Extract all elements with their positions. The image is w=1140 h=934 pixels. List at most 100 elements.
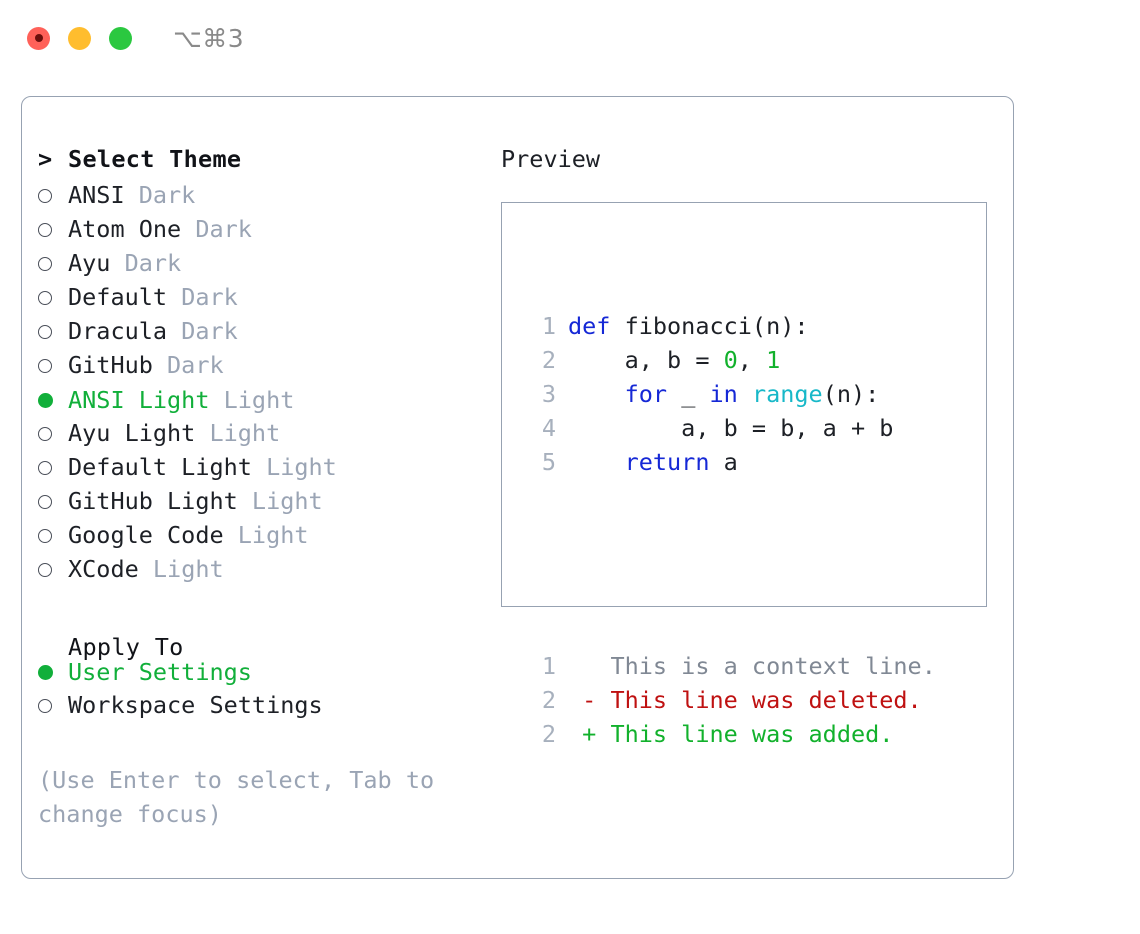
- radio-glyph: [38, 359, 52, 373]
- radio-unselected-icon[interactable]: [38, 485, 68, 519]
- code-token: 0: [723, 346, 738, 374]
- theme-list-item[interactable]: Atom One Dark: [38, 213, 488, 247]
- preview-title: Preview: [501, 145, 601, 173]
- code-line-text: def fibonacci(n):: [568, 309, 809, 343]
- diff-line-text: - This line was deleted.: [568, 686, 922, 714]
- theme-kind-badge: Dark: [152, 351, 224, 379]
- radio-glyph: [38, 563, 52, 577]
- theme-name: ANSI: [68, 181, 125, 209]
- code-line-text: a, b = b, a + b: [568, 411, 893, 445]
- maximize-button[interactable]: [109, 26, 132, 50]
- theme-kind-badge: Dark: [124, 181, 196, 209]
- keyboard-hint: (Use Enter to select, Tab to change focu…: [38, 766, 435, 828]
- apply-to-heading: Apply To: [38, 621, 488, 661]
- diff-snippet: 1 This is a context line.2 - This line w…: [524, 649, 936, 751]
- apply-to-option[interactable]: User Settings: [38, 655, 488, 689]
- theme-list-item[interactable]: ANSI Dark: [38, 179, 488, 213]
- theme-kind-badge: Light: [138, 555, 224, 583]
- theme-list-item[interactable]: ANSI Light Light: [38, 383, 488, 417]
- code-line-text: a, b = 0, 1: [568, 343, 781, 377]
- radio-unselected-icon[interactable]: [38, 451, 68, 485]
- theme-list-item[interactable]: XCode Light: [38, 553, 488, 587]
- radio-unselected-icon[interactable]: [38, 315, 68, 349]
- radio-selected-icon[interactable]: [38, 655, 68, 689]
- diff-line: 2 - This line was deleted.: [524, 683, 936, 717]
- theme-name: GitHub: [68, 351, 153, 379]
- radio-glyph: [38, 529, 52, 543]
- code-diff-separator: [524, 547, 936, 581]
- close-button[interactable]: [27, 26, 50, 50]
- code-token: range: [751, 380, 823, 408]
- apply-to-label: Apply To: [68, 633, 184, 661]
- theme-picker-heading: > Select Theme: [38, 145, 488, 179]
- radio-unselected-icon[interactable]: [38, 519, 68, 553]
- line-number: 5: [541, 448, 556, 476]
- code-line-text: return a: [568, 445, 738, 479]
- diff-line-text: + This line was added.: [568, 720, 894, 748]
- theme-list-item[interactable]: Google Code Light: [38, 519, 488, 553]
- theme-name: GitHub Light: [68, 487, 238, 515]
- theme-list-item[interactable]: GitHub Dark: [38, 349, 488, 383]
- code-token: a, b =: [568, 346, 724, 374]
- theme-name: Ayu Light: [68, 419, 196, 447]
- theme-list-item[interactable]: Ayu Dark: [38, 247, 488, 281]
- code-token: a, b = b, a + b: [568, 414, 894, 442]
- code-token: return: [624, 448, 710, 476]
- code-line: 5 return a: [524, 445, 936, 479]
- page-title: Select Theme: [68, 145, 242, 173]
- minimize-button[interactable]: [68, 26, 91, 50]
- theme-kind-badge: Light: [209, 385, 295, 414]
- theme-list-item[interactable]: GitHub Light Light: [38, 485, 488, 519]
- theme-kind-badge: Dark: [110, 249, 182, 277]
- list-spacer: [38, 587, 488, 621]
- radio-unselected-icon[interactable]: [38, 417, 68, 451]
- theme-name: Default Light: [68, 453, 252, 481]
- radio-unselected-icon[interactable]: [38, 281, 68, 315]
- theme-list-item[interactable]: Default Light Light: [38, 451, 488, 485]
- code-token: for: [624, 380, 668, 408]
- theme-name: XCode: [68, 555, 139, 583]
- theme-list-item[interactable]: Ayu Light Light: [38, 417, 488, 451]
- code-token: 1: [766, 346, 781, 374]
- code-token: _: [667, 380, 710, 408]
- theme-name: Atom One: [68, 215, 182, 243]
- radio-unselected-icon[interactable]: [38, 179, 68, 213]
- radio-glyph: [38, 664, 53, 680]
- radio-glyph: [38, 495, 52, 509]
- theme-list-item[interactable]: Dracula Dark: [38, 315, 488, 349]
- recording-indicator-icon: [34, 34, 43, 42]
- radio-unselected-icon[interactable]: [38, 553, 68, 587]
- code-token: in: [709, 380, 738, 408]
- line-number: 2: [541, 686, 556, 714]
- apply-to-option-label: User Settings: [68, 657, 252, 686]
- apply-to-option[interactable]: Workspace Settings: [38, 689, 488, 723]
- radio-unselected-icon[interactable]: [38, 689, 68, 723]
- radio-selected-icon[interactable]: [38, 383, 68, 417]
- radio-unselected-icon[interactable]: [38, 349, 68, 383]
- keyboard-shortcut-label: ⌥⌘3: [173, 23, 245, 53]
- title-bar: ⌥⌘3: [0, 0, 1140, 76]
- radio-unselected-icon[interactable]: [38, 247, 68, 281]
- theme-kind-badge: Light: [251, 453, 337, 481]
- code-token: ,: [737, 346, 767, 374]
- radio-glyph: [38, 392, 53, 408]
- radio-glyph: [38, 325, 52, 339]
- code-line: 2 a, b = 0, 1: [524, 343, 936, 377]
- radio-glyph: [38, 699, 52, 713]
- theme-list-item[interactable]: Default Dark: [38, 281, 488, 315]
- code-token: [568, 448, 625, 476]
- radio-glyph: [38, 223, 52, 237]
- radio-glyph: [38, 189, 52, 203]
- line-number: 2: [541, 720, 556, 748]
- code-line: 3 for _ in range(n):: [524, 377, 936, 411]
- radio-unselected-icon[interactable]: [38, 213, 68, 247]
- theme-name: Dracula: [68, 317, 168, 345]
- diff-line: 1 This is a context line.: [524, 649, 936, 683]
